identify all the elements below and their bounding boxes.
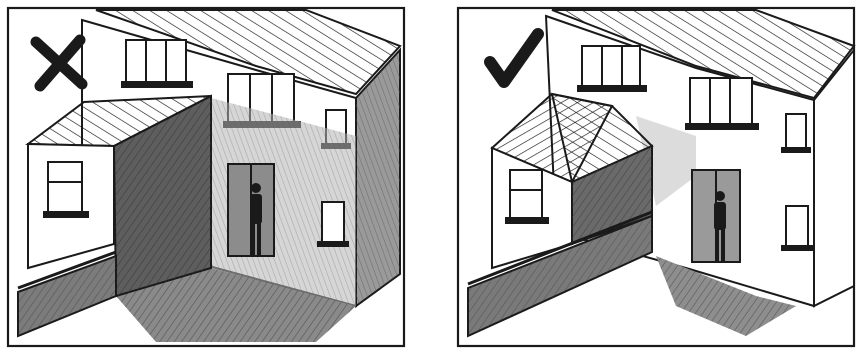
sketch-incorrect — [6, 6, 406, 348]
neighbour-window — [44, 162, 88, 217]
extension-window — [506, 170, 548, 223]
sketch-panel-correct — [456, 6, 856, 348]
lower-window-right — [318, 202, 348, 246]
lower-window-right — [782, 206, 812, 250]
sketch-panel-incorrect — [6, 6, 406, 348]
sketch-correct — [456, 6, 856, 348]
